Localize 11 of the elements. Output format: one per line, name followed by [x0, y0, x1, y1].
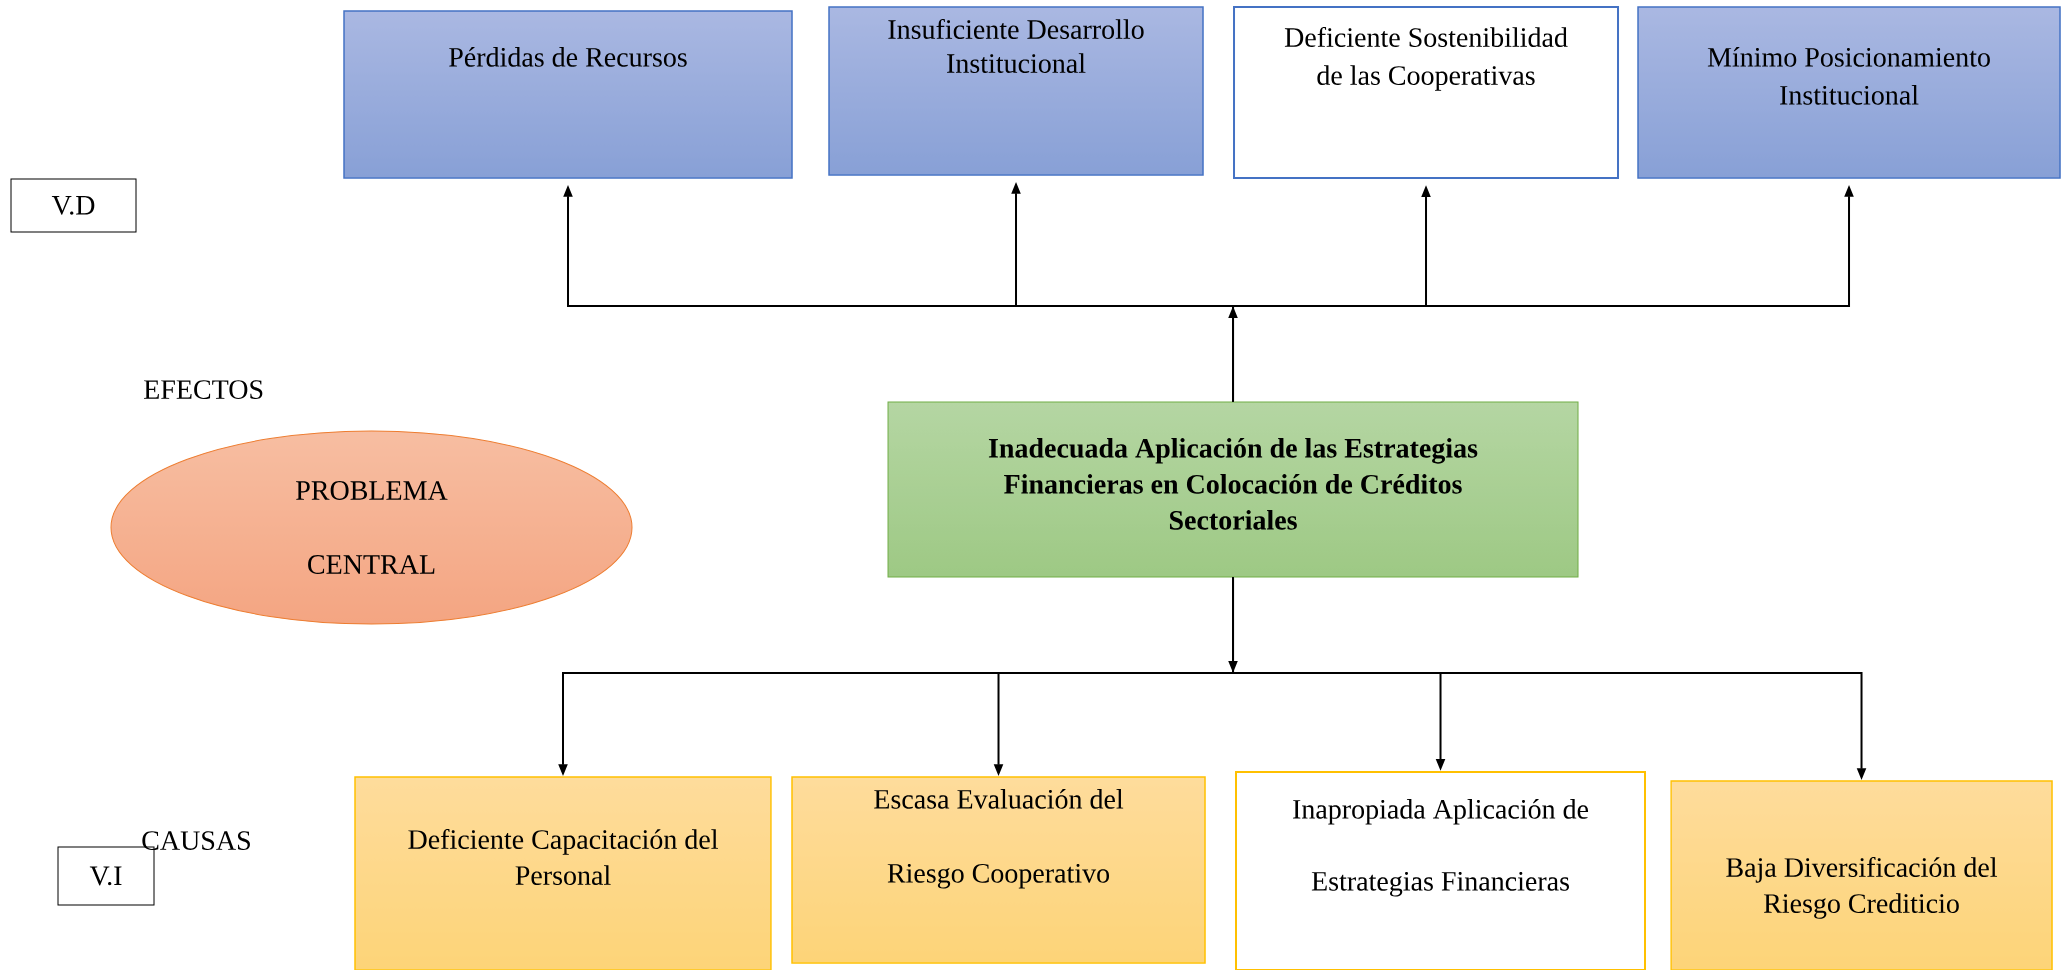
cause-box: Escasa Evaluación del Riesgo Cooperativo [791, 776, 1206, 964]
effect-box: Insuficiente Desarrollo Institucional [828, 6, 1204, 176]
effect-box: Deficiente Sostenibilidad de las Cooperativas [1233, 6, 1619, 179]
effect-box: Mínimo Posicionamiento Institucional [1637, 6, 2061, 179]
cause-box: Deficiente Capacitación del Personal [354, 776, 772, 970]
section-label: EFECTOS [144, 380, 263, 399]
cause-box: Inapropiada Aplicación de Estrategias Financieras [1235, 771, 1646, 970]
variable-box: V.D [10, 178, 137, 233]
cause-box: Baja Diversificación del Riesgo Crediticio [1670, 780, 2053, 970]
problem-box: Inadecuada Aplicación de las Estrategias Financieras en Colocación de Créditos Sectoriales [887, 401, 1579, 578]
effect-box: Pérdidas de Recursos [343, 10, 793, 179]
